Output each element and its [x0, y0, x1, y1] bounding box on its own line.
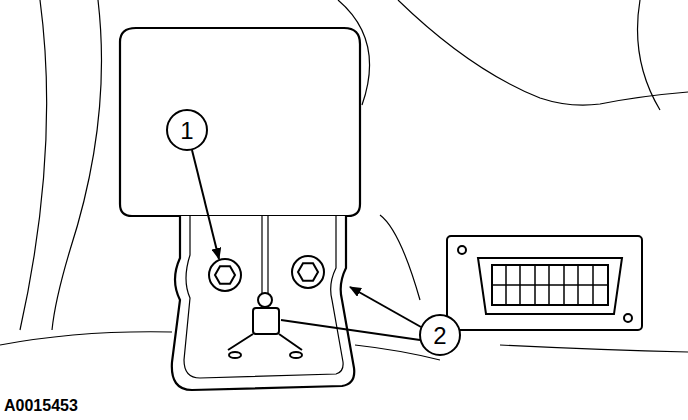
callout-number: 1: [180, 119, 193, 143]
figure-code: A0015453: [4, 398, 78, 414]
callout-number: 2: [433, 324, 446, 348]
